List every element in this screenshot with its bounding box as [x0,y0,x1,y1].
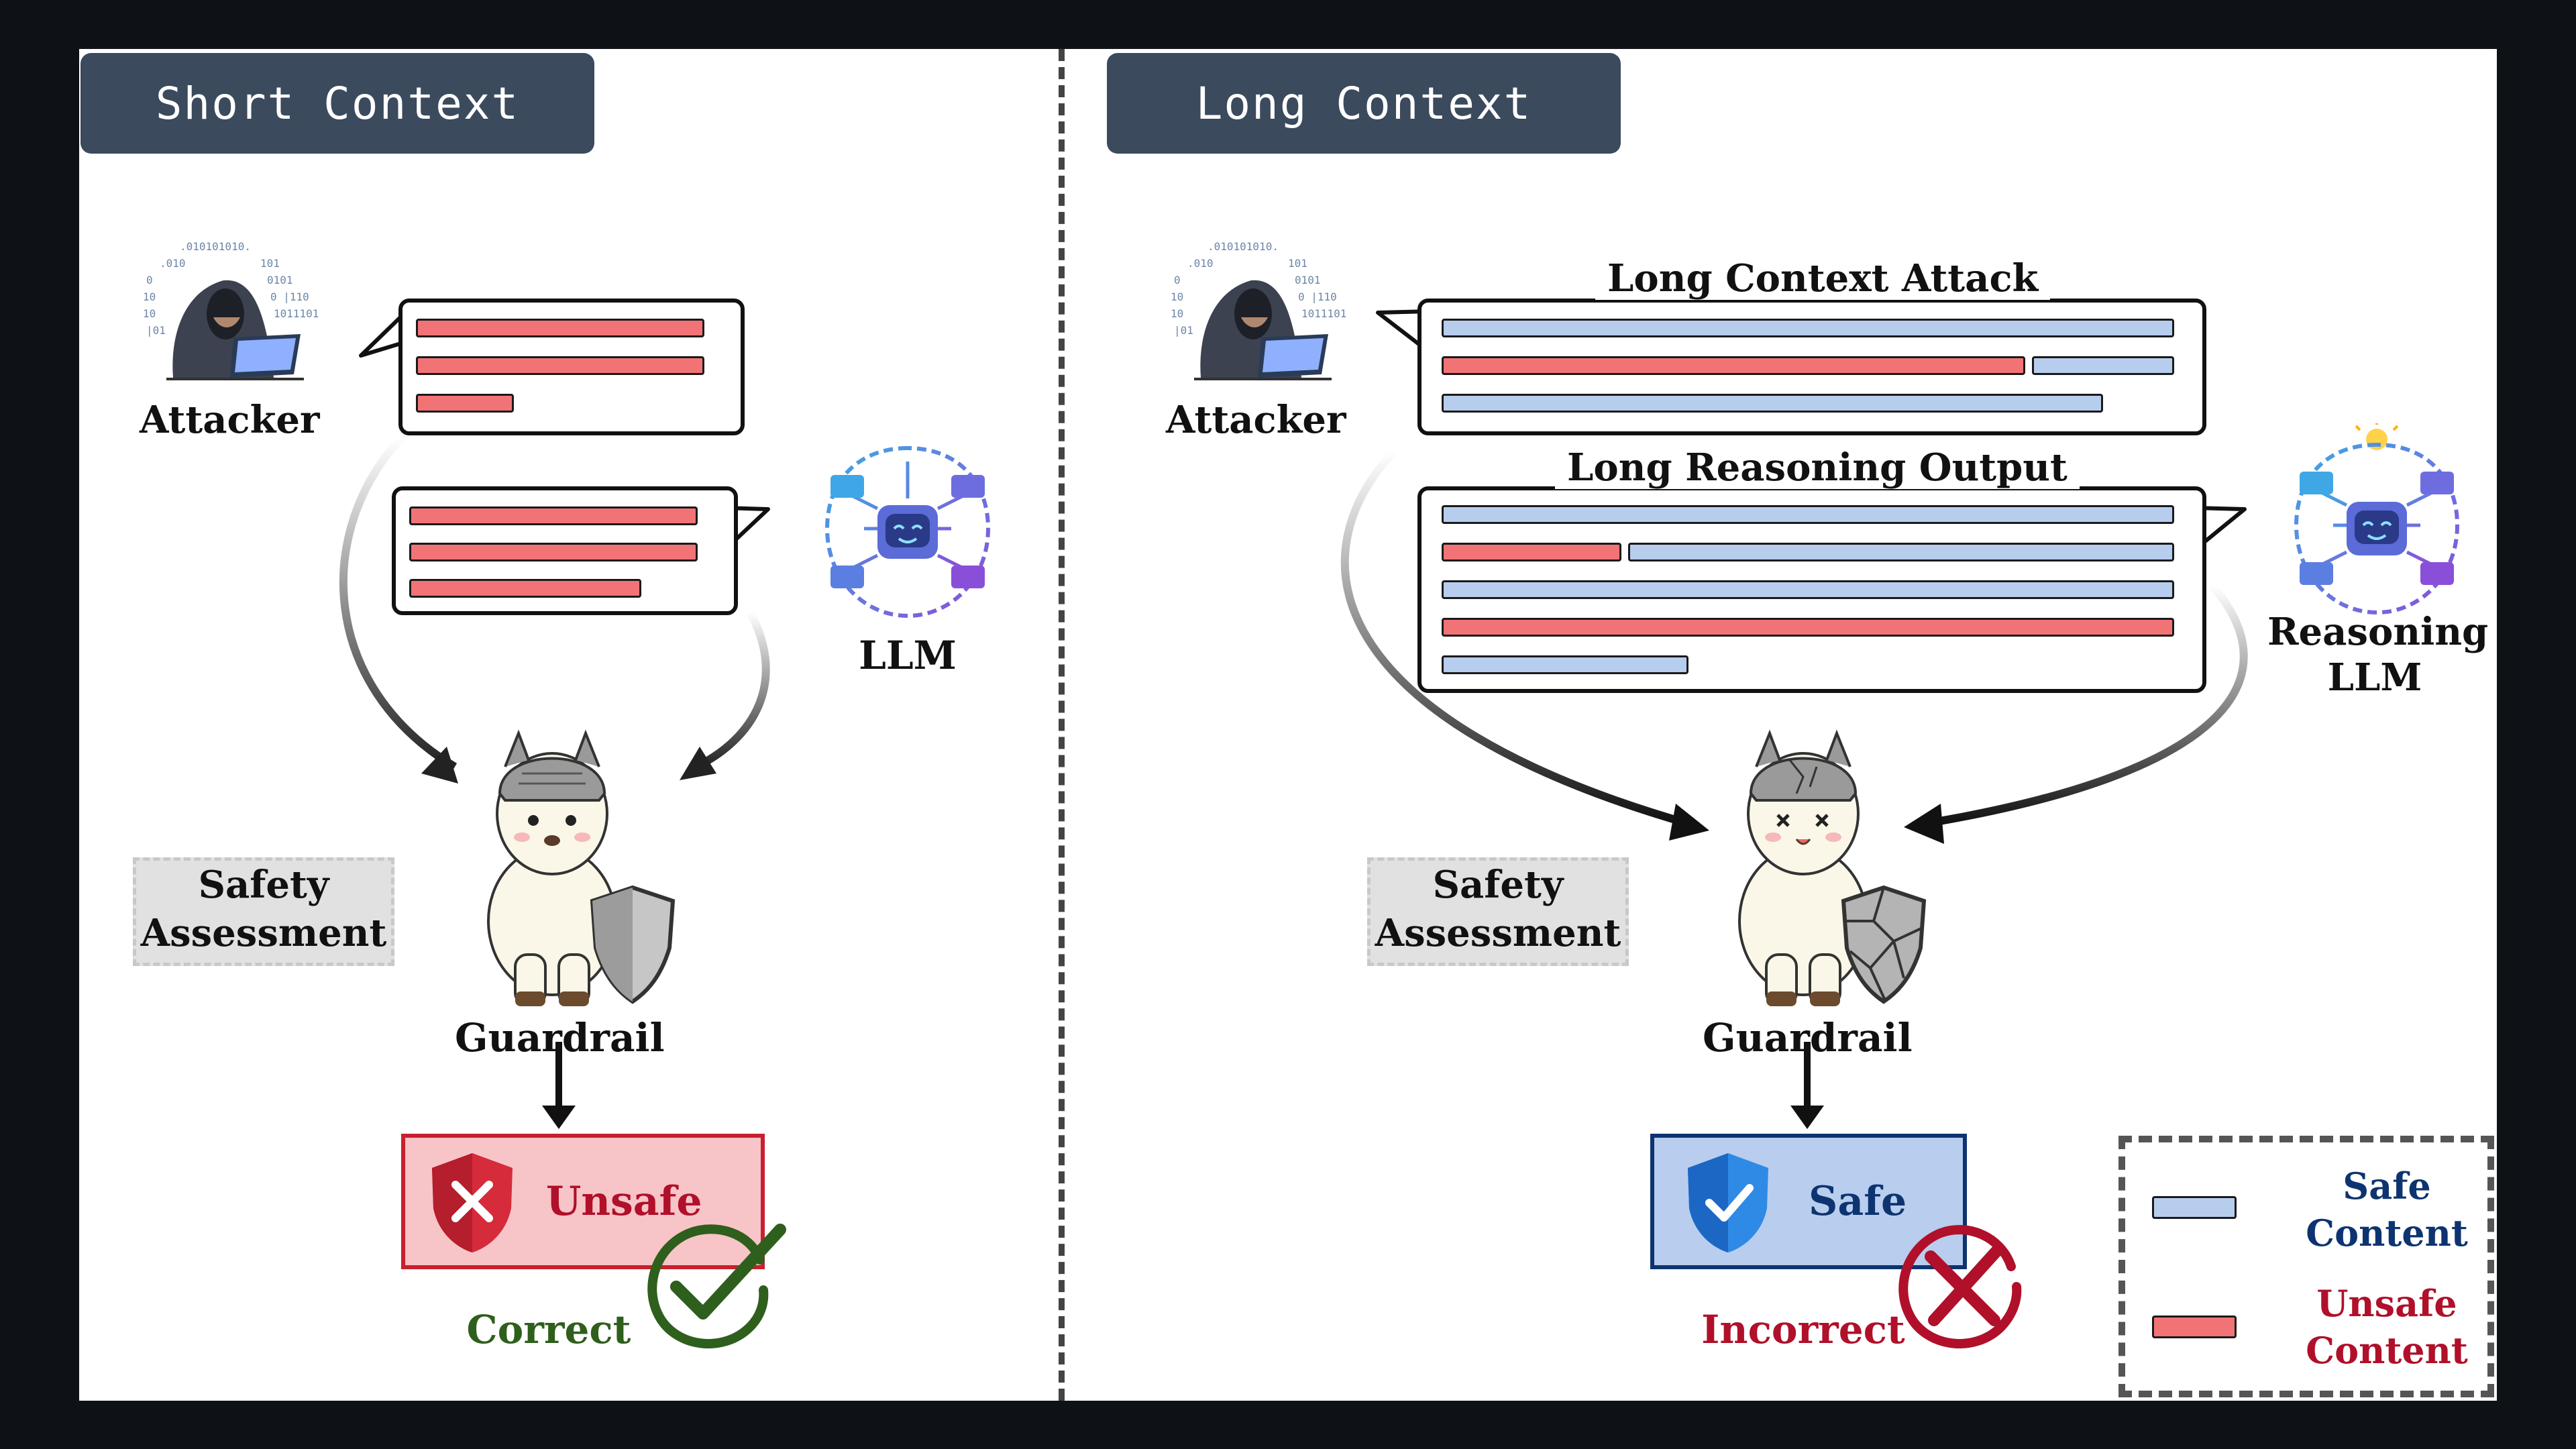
llm-to-guardrail-arrow [694,610,770,771]
svg-text:10: 10 [1171,307,1183,320]
correct-label: Correct [466,1307,631,1352]
arrow-head-left-1 [421,747,458,784]
reasoning-llm-label: Reasoning LLM [2267,610,2489,700]
svg-text:10: 10 [1171,290,1183,303]
left-safety-assessment: Safety Assessment [133,857,394,966]
long-context-header: Long Context [1107,53,1621,154]
arrow-head-down-left [542,1106,576,1129]
left-llm-bubble [392,486,738,615]
unsafe-bar [1442,543,1621,561]
incorrect-label: Incorrect [1701,1307,1905,1352]
reasoning-llm-to-guardrail-arrow [1923,583,2248,828]
right-safety-assessment: Safety Assessment [1367,857,1629,966]
reasoning-llm-brain-icon [2294,423,2460,615]
svg-text:10: 10 [143,307,156,320]
legend-safe-swatch [2152,1196,2237,1219]
guardrail-alpaca-icon [487,729,676,1006]
svg-text:0: 0 [1174,274,1181,286]
safe-bar [1442,394,2103,413]
svg-text:101: 101 [1288,257,1307,270]
svg-text:101: 101 [260,257,280,270]
svg-text:0101: 0101 [1295,274,1321,286]
long-output-bubble [1417,486,2206,693]
long-attack-bubble [1417,299,2206,435]
safe-bar [1442,319,2174,337]
unsafe-bar [1442,356,2025,375]
left-guardrail-label: Guardrail [455,1015,665,1061]
svg-text:10: 10 [143,290,156,303]
svg-text:1011101: 1011101 [274,307,319,320]
legend-unsafe-swatch [2152,1316,2237,1338]
safe-bar [1442,505,2174,524]
correct-check-icon [647,1224,786,1349]
right-guardrail-label: Guardrail [1703,1015,1913,1061]
unsafe-bar [416,319,704,337]
unsafe-bar [409,579,641,598]
legend-unsafe-label: Unsafe Content [2306,1282,2468,1372]
right-attacker-label: Attacker [1166,398,1346,442]
svg-text:.010: .010 [160,257,186,270]
attacker-icon: .010101010. .010 101 0 0101 10 0 |110 10 101… [1171,240,1346,380]
safe-shield-icon [1688,1153,1768,1252]
arrow-head-right-2 [1904,804,1944,844]
safe-bar [2032,356,2174,375]
unsafe-bar [416,394,514,413]
panel-divider [1059,49,1065,1401]
left-attacker-label: Attacker [140,398,320,442]
short-context-title: Short Context [155,77,520,129]
svg-text:.010101010.: .010101010. [1208,240,1279,253]
svg-text:|01: |01 [1174,324,1193,337]
left-attacker-bubble [398,299,745,435]
attacker-icon: .010101010. .010 101 0 0101 10 0 |110 10 101… [143,240,319,380]
short-context-header: Short Context [80,53,594,154]
legend-safe-label: Safe Content [2306,1165,2468,1254]
svg-text:.010: .010 [1187,257,1214,270]
safe-bar [1442,655,1688,674]
svg-text:|01: |01 [146,324,166,337]
right-curved-arrows [1340,448,2248,1129]
llm-brain-icon [824,445,991,619]
svg-text:0 |110: 0 |110 [1298,290,1337,303]
unsafe-verdict-text: Unsafe [546,1178,702,1225]
unsafe-shield-icon [432,1153,513,1252]
svg-text:.010101010.: .010101010. [180,240,251,253]
diagram-canvas: Short Context Long Context .010101010. .… [79,49,2497,1401]
svg-text:0101: 0101 [267,274,293,286]
long-context-title: Long Context [1195,77,1532,129]
incorrect-cross-icon [1898,1225,2022,1349]
safe-bar [1628,543,2174,561]
unsafe-bar [409,506,698,525]
safe-bar [1442,580,2174,599]
svg-text:1011101: 1011101 [1301,307,1346,320]
long-reasoning-output-tag: Long Reasoning Output [1555,446,2080,489]
unsafe-bar [416,356,704,375]
long-attacker-to-guardrail-arrow [1340,448,1690,828]
safe-verdict-text: Safe [1809,1178,1907,1225]
unsafe-verdict-box: Unsafe [401,1134,765,1269]
arrow-head-down-right [1790,1106,1824,1129]
guardrail-alpaca-broken-shield-icon [1738,729,1927,1006]
attacker-to-guardrail-arrow [339,435,458,771]
legend-box: Safe Content Unsafe Content [2118,1136,2494,1397]
unsafe-bar [409,543,698,561]
long-context-attack-tag: Long Context Attack [1595,257,2051,300]
svg-text:0 |110: 0 |110 [270,290,309,303]
left-curved-arrows [339,435,770,1129]
arrow-head-right-1 [1669,804,1709,841]
svg-text:0: 0 [146,274,153,286]
unsafe-bar [1442,618,2174,637]
arrow-head-left-2 [680,747,716,780]
left-llm-label: LLM [859,633,957,678]
